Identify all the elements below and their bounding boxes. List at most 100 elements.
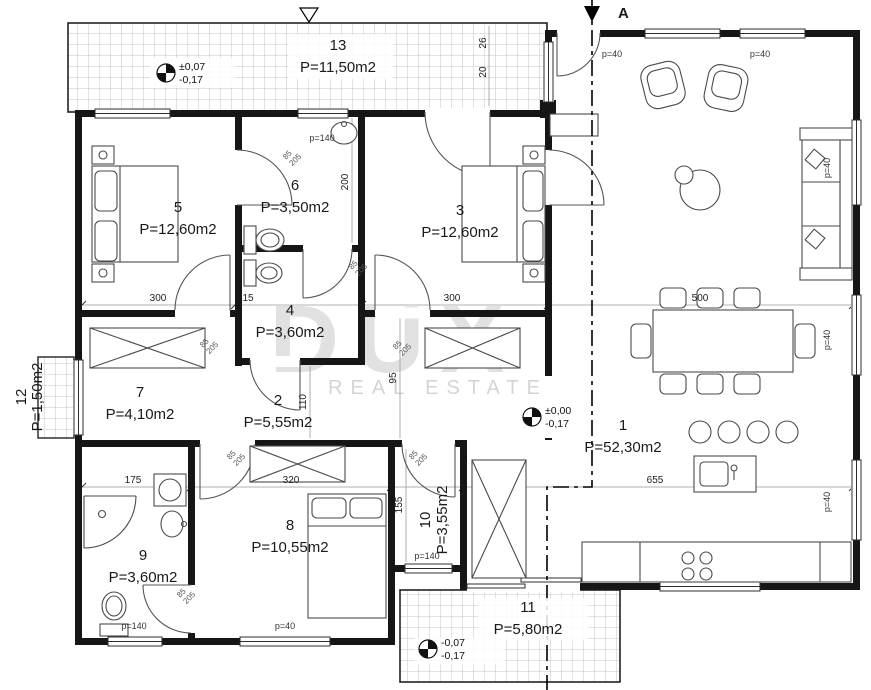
wall-hall-south — [75, 440, 467, 447]
parapet-tag: p=40 — [275, 621, 295, 631]
washing-machine — [153, 473, 187, 507]
sliding-door-terrace11 — [466, 577, 582, 589]
wall-living-west — [545, 30, 552, 440]
room-area: P=12,60m2 — [421, 224, 498, 241]
furniture — [83, 60, 853, 637]
level-upper: -0,07 — [441, 637, 465, 649]
room-number: 10 — [417, 512, 434, 529]
sink-room6 — [330, 120, 358, 145]
wall-room8-east — [388, 440, 395, 645]
room-number: 2 — [274, 392, 282, 409]
room-area: P=3,55m2 — [434, 486, 451, 555]
dim-label: 15 — [242, 293, 254, 304]
wall-room9-east — [188, 440, 195, 645]
section-line: A — [298, 0, 629, 690]
room-number: 7 — [136, 384, 144, 401]
parapet-tag: p=40 — [822, 492, 832, 512]
room-number: 12 — [13, 389, 30, 406]
window — [404, 563, 453, 574]
dim-label: 155 — [394, 496, 405, 513]
room-labels: 13 P=11,50m2 5 P=12,60m2 6 P=3,50m2 3 P=… — [13, 37, 662, 638]
side-table — [674, 165, 721, 211]
section-arrow — [584, 6, 600, 22]
window — [107, 636, 163, 647]
room-area: P=12,60m2 — [139, 221, 216, 238]
window — [659, 581, 761, 592]
room-area: P=52,30m2 — [584, 439, 661, 456]
dimension-labels: 300 15 300 500 175 320 655 110 95 200 15… — [125, 37, 709, 513]
dim-label: 175 — [125, 475, 142, 486]
entry-cabinet — [549, 113, 599, 137]
window — [297, 108, 349, 119]
wall-interior-x235 — [235, 110, 242, 440]
level-lower: -0,17 — [545, 418, 569, 430]
parapet-tag: p=140 — [414, 551, 439, 561]
bed-room3 — [461, 145, 546, 283]
wardrobe-hall7 — [89, 327, 206, 369]
dim-label: 300 — [150, 293, 167, 304]
wall-room10-east — [460, 440, 467, 590]
reference-marker — [298, 7, 320, 24]
window — [851, 459, 862, 541]
parapet-tag: p=40 — [602, 49, 622, 59]
room-area: P=3,50m2 — [261, 199, 330, 216]
kitchen-sink-island — [693, 455, 757, 493]
toilet-room9 — [99, 591, 129, 637]
side-strip-12 — [37, 356, 75, 439]
room-area: P=4,10m2 — [106, 406, 175, 423]
sink-room9 — [160, 510, 188, 538]
level-upper: ±0,07 — [179, 61, 205, 73]
dim-label: 20 — [478, 66, 489, 78]
door-room4-lower — [249, 359, 301, 411]
parapet-tags: p=140 p=140 p=140 p=40 p=40 p=40 p=40 p=… — [121, 49, 832, 631]
room-number: 3 — [456, 202, 464, 219]
section-label: A — [618, 5, 629, 22]
level-marker: ±0,00 -0,17 — [522, 405, 571, 430]
room-number: 4 — [286, 302, 294, 319]
kitchen-counter — [581, 541, 852, 583]
windows — [73, 28, 862, 647]
window — [851, 294, 862, 376]
door-living-room3 — [548, 149, 605, 206]
wall-room6-room4 — [235, 245, 365, 252]
dim-label: 655 — [647, 475, 664, 486]
armchair — [703, 64, 749, 112]
bed-room5 — [91, 145, 179, 283]
room-area: P=5,55m2 — [244, 414, 313, 431]
room-number: 8 — [286, 517, 294, 534]
door-entrance — [556, 32, 601, 77]
wardrobe-room3 — [424, 327, 521, 369]
door-tag: 85205 — [281, 145, 304, 168]
room-number: 1 — [619, 417, 627, 434]
window — [73, 359, 84, 436]
bar-stools — [688, 420, 799, 444]
dim-label: 95 — [388, 372, 399, 384]
label-halos — [150, 34, 588, 664]
window — [644, 28, 721, 39]
shower-room9 — [83, 495, 137, 549]
parapet-tag: p=140 — [309, 133, 334, 143]
dim-label: 26 — [478, 37, 489, 49]
door-room6 — [236, 149, 293, 206]
dim-label: 500 — [692, 293, 709, 304]
wall-exterior-south-left — [75, 638, 395, 645]
door-room4-upper — [302, 248, 353, 299]
door-size-tags: 85205 85205 85205 85205 85205 85205 8520… — [175, 145, 430, 605]
room-number: 9 — [139, 547, 147, 564]
watermark-line2: REAL ESTATE — [328, 377, 548, 399]
room-area: P=11,50m2 — [300, 59, 376, 76]
parapet-tag: p=40 — [822, 158, 832, 178]
parapet-tag: p=40 — [750, 49, 770, 59]
armchair — [640, 60, 686, 110]
window — [94, 108, 171, 119]
dining-table — [630, 287, 816, 395]
parapet-tag: p=40 — [822, 330, 832, 350]
level-lower: -0,17 — [179, 74, 203, 86]
wardrobe-room8 — [249, 445, 346, 483]
parapet-tag: p=140 — [121, 621, 146, 631]
door-room10 — [401, 443, 456, 498]
window — [239, 636, 331, 647]
level-marker: ±0,07 -0,17 — [156, 61, 205, 86]
